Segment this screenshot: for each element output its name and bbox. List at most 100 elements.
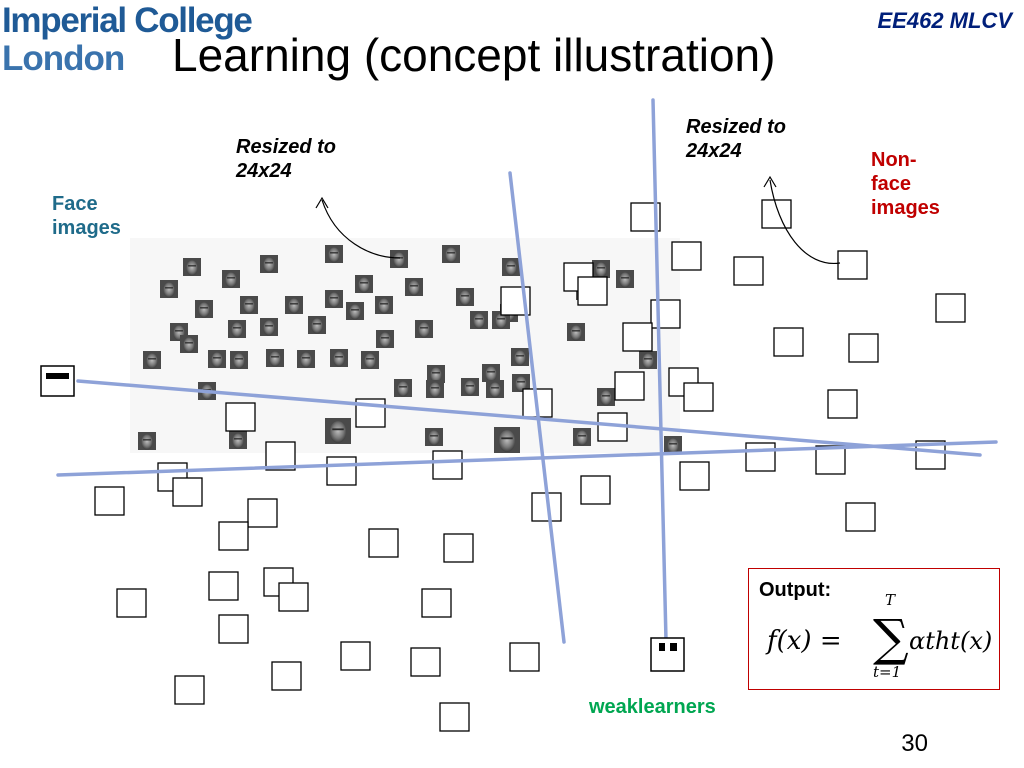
face-thumbnail — [228, 320, 246, 338]
non-face-box — [421, 588, 452, 618]
face-thumbnail — [426, 380, 444, 398]
face-thumbnail — [143, 351, 161, 369]
weak-learner-line — [76, 379, 982, 457]
non-face-box — [679, 461, 710, 491]
non-face-box — [577, 276, 608, 306]
face-thumbnail — [355, 275, 373, 293]
non-face-box — [614, 371, 645, 401]
face-thumbnail — [616, 270, 634, 288]
non-face-box — [827, 389, 858, 419]
face-thumbnail — [664, 436, 682, 454]
non-face-box — [410, 647, 441, 677]
face-label-line2: images — [52, 217, 121, 239]
face-thumbnail — [405, 278, 423, 296]
non-face-box — [432, 450, 463, 480]
face-thumbnail — [297, 350, 315, 368]
face-thumbnail — [456, 288, 474, 306]
face-thumbnail — [482, 364, 500, 382]
face-thumbnail — [394, 379, 412, 397]
non-face-box — [683, 382, 714, 412]
non-face-box — [208, 571, 239, 601]
non-face-box — [116, 588, 147, 618]
weak-learner-lines — [56, 98, 998, 644]
face-images-label: Face images — [52, 192, 121, 240]
resized-label-right-line1: Resized to — [686, 116, 787, 138]
non-face-box — [845, 502, 876, 532]
resized-label-left: Resized to 24x24 — [236, 135, 336, 183]
resized-label-left-line2: 24x24 — [236, 160, 292, 182]
non-face-box — [218, 521, 249, 551]
haar-feature-vertical-icon — [650, 637, 685, 672]
non-face-box — [218, 614, 249, 644]
non-face-box — [671, 241, 702, 271]
non-face-box — [837, 250, 868, 280]
course-code: EE462 MLCV — [877, 8, 1013, 33]
face-thumbnail — [375, 296, 393, 314]
face-thumbnail — [425, 428, 443, 446]
haar-feature-horizontal-icon — [40, 365, 75, 397]
face-thumbnail — [512, 374, 530, 392]
non-face-box — [368, 528, 399, 558]
face-thumbnail — [160, 280, 178, 298]
non-face-box — [935, 293, 966, 323]
face-thumbnail — [390, 250, 408, 268]
face-thumbnail — [138, 432, 156, 450]
formula-lhs: f(x) = — [765, 626, 842, 656]
formula-sum-top: T — [885, 593, 896, 609]
face-thumbnail — [195, 300, 213, 318]
logo-line-2: London — [2, 39, 125, 78]
face-thumbnail — [511, 348, 529, 366]
face-thumbnail — [308, 316, 326, 334]
face-thumbnail — [208, 350, 226, 368]
face-thumbnail — [229, 431, 247, 449]
non-face-box — [848, 333, 879, 363]
arrow-head-icon — [763, 175, 777, 188]
non-face-box — [773, 327, 804, 357]
non-face-box — [271, 661, 302, 691]
non-face-box — [172, 477, 203, 507]
face-thumbnail — [325, 418, 351, 444]
face-thumbnail — [442, 245, 460, 263]
non-face-box — [733, 256, 764, 286]
face-thumbnail — [470, 311, 488, 329]
non-face-box — [815, 445, 846, 475]
sum-sign-icon: ∑ — [873, 609, 909, 667]
nonface-label-line1: Non- — [871, 149, 917, 171]
formula-sum-bottom: t=1 — [873, 663, 901, 681]
nonface-label-line3: images — [871, 197, 940, 219]
non-face-box — [326, 456, 357, 486]
slide-title: Learning (concept illustration) — [172, 29, 776, 81]
face-thumbnail — [285, 296, 303, 314]
face-thumbnail — [567, 323, 585, 341]
non-face-box — [278, 582, 309, 612]
resize-arrow-left — [321, 199, 401, 259]
face-thumbnail — [361, 351, 379, 369]
non-face-box — [509, 642, 540, 672]
face-thumbnail — [573, 428, 591, 446]
weak-learner-line — [56, 440, 998, 477]
non-face-box — [174, 675, 205, 705]
resized-label-right: Resized to 24x24 — [686, 115, 786, 163]
face-thumbnail — [494, 427, 520, 453]
face-thumbnail — [639, 351, 657, 369]
face-thumbnail — [486, 380, 504, 398]
face-thumbnail — [415, 320, 433, 338]
resize-arrow-right — [769, 179, 841, 264]
resized-label-right-line2: 24x24 — [686, 140, 742, 162]
output-box: Output: f(x) = ∑ T t=1 αtht(x) — [748, 568, 1000, 690]
face-thumbnail — [597, 388, 615, 406]
face-thumbnail — [325, 290, 343, 308]
non-face-box — [439, 702, 470, 732]
face-thumbnail — [230, 351, 248, 369]
face-thumbnail — [592, 260, 610, 278]
face-thumbnail — [461, 378, 479, 396]
face-thumbnail — [260, 255, 278, 273]
nonface-label-line2: face — [871, 173, 912, 195]
non-face-images — [94, 199, 966, 732]
output-label: Output: — [759, 579, 832, 601]
face-label-line1: Face — [52, 193, 98, 215]
face-thumbnail — [427, 365, 445, 383]
face-thumbnail — [183, 258, 201, 276]
non-face-images-label: Non- face images — [871, 148, 940, 220]
face-thumbnail — [222, 270, 240, 288]
